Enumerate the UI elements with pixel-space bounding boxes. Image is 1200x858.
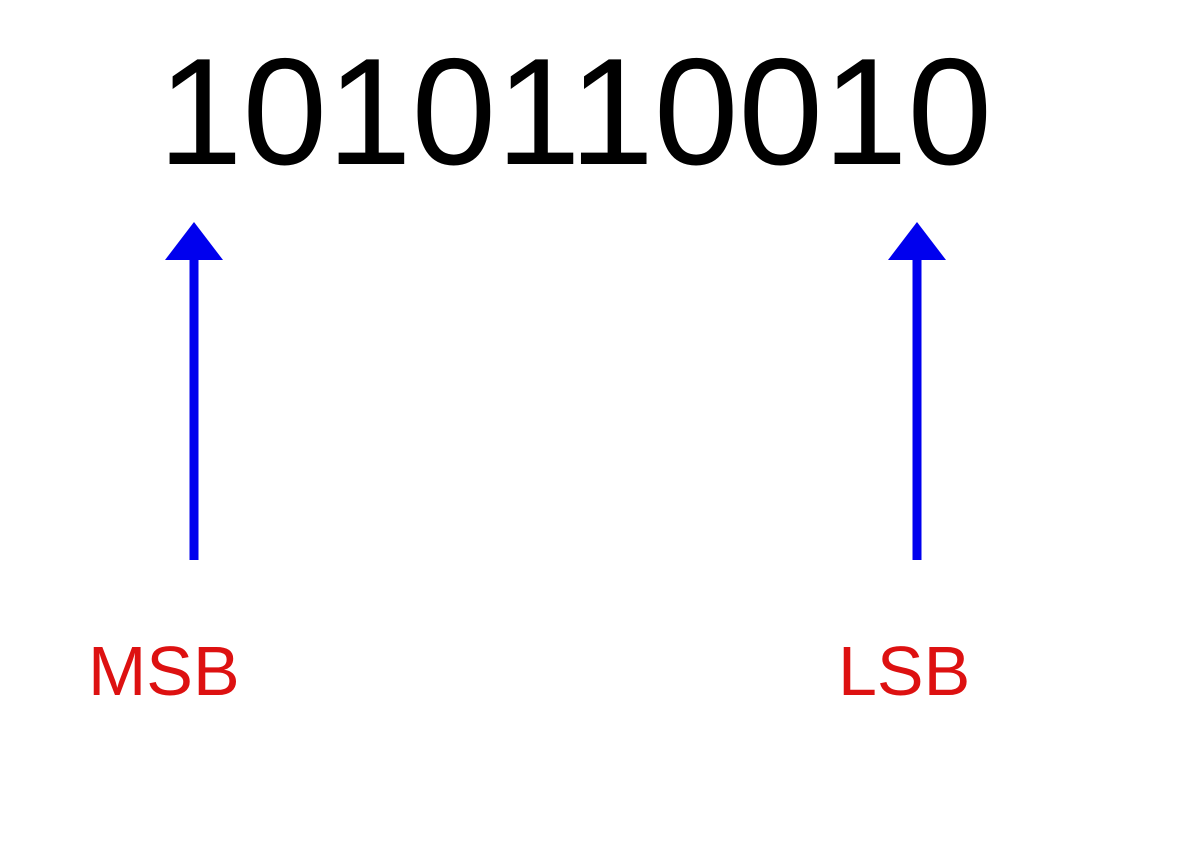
- lsb-label: LSB: [838, 632, 971, 710]
- binary-number: 1010110010: [158, 27, 993, 197]
- msb-arrow: [165, 222, 223, 560]
- lsb-arrow: [888, 222, 946, 560]
- msb-label: MSB: [88, 632, 240, 710]
- lsb-arrow-head: [888, 222, 946, 260]
- msb-arrow-head: [165, 222, 223, 260]
